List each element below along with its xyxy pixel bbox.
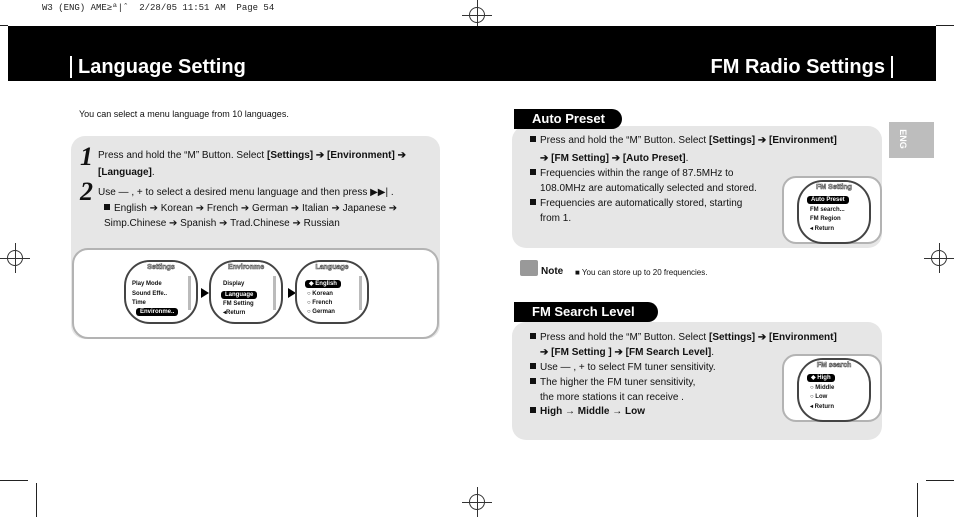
fm-search-bullet-4: High → Middle → Low [530, 404, 780, 419]
menu-item-selected: ◆ English [305, 280, 341, 288]
scrollbar [359, 276, 362, 310]
fm-search-device: FM search ◆ High ○ Middle ○ Low ◂ Return [782, 354, 882, 422]
registration-mark [924, 243, 954, 273]
menu-item: ○ French [307, 300, 333, 306]
step-2-text: Use — , + to select a desired menu langu… [98, 187, 394, 198]
menu-item: ○ German [307, 309, 335, 315]
fm-search-bullet-3-cont: the more stations it can receive . [540, 392, 684, 403]
registration-mark [462, 487, 492, 517]
print-header: W3 (ENG) AME≥ª|ˆ 2/28/05 11:51 AM Page 5… [42, 3, 275, 13]
auto-preset-bullet-3: Frequencies are automatically stored, st… [530, 196, 790, 211]
screen-title: FM Setting [799, 182, 869, 193]
auto-preset-heading: Auto Preset [514, 109, 622, 129]
screen-environment: Environme Display Language FM Setting ◂R… [209, 260, 283, 324]
menu-item: Time [132, 300, 146, 306]
auto-preset-bullet-2: Frequencies within the range of 87.5MHz … [530, 166, 790, 181]
menu-item-selected: Environme.. [136, 308, 179, 316]
screen-title: Settings [126, 262, 196, 273]
intro-text: You can select a menu language from 10 l… [79, 109, 289, 119]
bullet-icon [530, 136, 536, 142]
scrollbar [188, 276, 191, 310]
screen-language: Language ◆ English ○ Korean ○ French ○ G… [295, 260, 369, 324]
bullet-icon [530, 199, 536, 205]
registration-mark [462, 0, 492, 30]
scrollbar [273, 276, 276, 310]
note-label: Note [541, 266, 564, 277]
bullet-icon [530, 363, 536, 369]
arrow-right-icon [288, 288, 296, 298]
menu-item: Sound Effe.. [132, 291, 167, 297]
fm-search-bullet-1: Press and hold the “M” Button. Select [S… [530, 330, 870, 345]
language-list-text: English ➔ Korean ➔ French ➔ German ➔ Ita… [104, 203, 398, 229]
menu-item: ◂Return [223, 310, 246, 316]
screen-title: Language [297, 262, 367, 273]
step-1-text: Press and hold the “M” Button. Select [S… [98, 150, 406, 178]
fm-radio-settings-title: FM Radio Settings [711, 56, 893, 78]
menu-item-selected: Language [221, 291, 258, 299]
auto-preset-bullet-1: Press and hold the “M” Button. Select [S… [530, 133, 870, 148]
menu-item-selected: Auto Preset [807, 196, 849, 204]
menu-item: FM search... [810, 207, 845, 213]
title-banner: Language Setting FM Radio Settings [8, 26, 936, 81]
step-1-number: 1 [80, 142, 93, 171]
screen-title: Environme [211, 262, 281, 273]
bullet-text: Frequencies within the range of 87.5MHz … [540, 168, 734, 179]
bullet-icon [530, 378, 536, 384]
auto-preset-bullet-3-cont: from 1. [540, 213, 572, 224]
bullet-text: The higher the FM tuner sensitivity, [540, 377, 696, 388]
bullet-icon [104, 204, 110, 210]
screen-fm-setting: FM Setting Auto Preset FM search... FM R… [797, 180, 871, 244]
menu-item: Display [223, 281, 245, 287]
menu-item: FM Region [810, 216, 841, 222]
language-tab-label: ENG [897, 129, 908, 149]
auto-preset-device: FM Setting Auto Preset FM search... FM R… [782, 176, 882, 244]
note-icon [520, 260, 538, 276]
fm-search-bullet-3: The higher the FM tuner sensitivity, [530, 375, 780, 390]
crop-mark [926, 480, 954, 481]
bullet-icon [530, 407, 536, 413]
menu-item: ◂ Return [810, 404, 835, 410]
crop-mark [936, 25, 954, 26]
menu-item: Play Mode [132, 281, 162, 287]
menu-item-selected: ◆ High [807, 374, 835, 382]
bullet-text: Frequencies are automatically stored, st… [540, 198, 743, 209]
auto-preset-bullet-2-cont: 108.0MHz are automatically selected and … [540, 183, 757, 194]
crop-mark [0, 480, 28, 481]
fm-search-heading: FM Search Level [514, 302, 658, 322]
registration-mark [0, 243, 30, 273]
language-tab: ENG [889, 122, 934, 158]
screen-title: FM search [799, 360, 869, 371]
bullet-icon [530, 169, 536, 175]
fm-search-bullet-2: Use — , + to select FM tuner sensitivity… [530, 360, 780, 375]
menu-item: FM Setting [223, 301, 254, 307]
language-list: English ➔ Korean ➔ French ➔ German ➔ Ita… [104, 201, 424, 231]
menu-item: ◂ Return [810, 226, 835, 232]
note-text: ■ You can store up to 20 frequencies. [575, 268, 708, 277]
menu-item: ○ Middle [810, 385, 835, 391]
menu-item: ○ Low [810, 394, 828, 400]
screen-fm-search: FM search ◆ High ○ Middle ○ Low ◂ Return [797, 358, 871, 422]
auto-preset-bullet-1-cont: ➔ [FM Setting] ➔ [Auto Preset]. [540, 153, 689, 164]
bullet-text: High → Middle → Low [540, 406, 645, 417]
crop-mark [36, 483, 37, 517]
bullet-icon [530, 333, 536, 339]
screen-settings: Settings Play Mode Sound Effe.. Time Env… [124, 260, 198, 324]
crop-mark [0, 25, 8, 26]
arrow-right-icon [201, 288, 209, 298]
menu-item: ○ Korean [307, 291, 333, 297]
step-2-number: 2 [80, 177, 93, 206]
fm-search-bullet-1-cont: ➔ [FM Setting ] ➔ [FM Search Level]. [540, 347, 714, 358]
bullet-text: Use — , + to select FM tuner sensitivity… [540, 362, 716, 373]
crop-mark [917, 483, 918, 517]
language-setting-title: Language Setting [70, 56, 246, 78]
